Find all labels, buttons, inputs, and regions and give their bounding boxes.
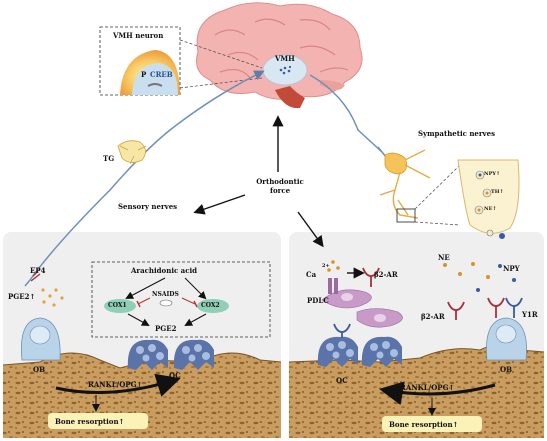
label-arachidonic-acid: Arachidonic acid xyxy=(131,266,198,275)
label-cox1: COX1 xyxy=(108,302,127,309)
label-npy-up: NPY↑ xyxy=(484,171,501,177)
label-bone-resorption-left: Bone resorption↑ xyxy=(55,417,125,426)
ne-npy-particles xyxy=(443,262,516,292)
label-tg: TG xyxy=(103,154,115,163)
osteoblast-icon-right xyxy=(486,297,527,361)
ca-channel-icon xyxy=(327,260,340,294)
osteoclast-icon-right xyxy=(317,323,402,367)
cox2-badge xyxy=(197,299,229,313)
label-rankl-opg-right: RANKL/OPG↑ xyxy=(400,383,455,392)
label-oc-left: OC xyxy=(169,371,181,380)
bone-right xyxy=(289,345,544,438)
left-panel xyxy=(2,232,282,438)
label-vmh: VMH xyxy=(275,54,295,63)
label-vmh-neuron: VMH neuron xyxy=(113,31,164,40)
label-creb: CREB xyxy=(150,70,173,79)
label-b2ar-top: β2-AR xyxy=(374,270,398,279)
label-ep4: EP4 xyxy=(30,266,46,275)
label-cox2: COX2 xyxy=(201,302,220,309)
label-nsaids: NSAIDS xyxy=(152,291,179,298)
label-pge2-up: PGE2↑ xyxy=(8,292,36,301)
label-ne-up: NE↑ xyxy=(484,206,497,212)
sympathetic-neuron-icon xyxy=(379,149,461,226)
arachidonic-acid-inset xyxy=(91,261,271,338)
label-ob-right: OB xyxy=(500,365,513,374)
label-b2ar-mid: β2-AR xyxy=(421,312,445,321)
osteoblast-icon-left xyxy=(21,317,61,361)
label-sympathetic-nerves: Sympathetic nerves xyxy=(418,129,496,138)
label-ca-sup: 2+ xyxy=(322,263,330,269)
label-npy: NPY xyxy=(503,264,520,273)
label-oc-right: OC xyxy=(336,376,348,385)
label-ob-left: OB xyxy=(33,365,46,374)
label-th-up: TH↑ xyxy=(491,189,504,195)
label-orthodontic-force: Orthodontic force xyxy=(256,177,304,195)
bone-resorption-box-right xyxy=(382,416,482,432)
brain-icon xyxy=(196,2,363,109)
osteoclast-icon-left xyxy=(127,339,214,370)
label-y1r: Y1R xyxy=(522,310,538,319)
label-pge2: PGE2 xyxy=(155,324,177,333)
pge2-particles xyxy=(41,288,64,307)
label-sensory-nerves: Sensory nerves xyxy=(118,202,178,211)
pdlc-cell-icon xyxy=(321,289,403,328)
receptor-icon-b2ar-top xyxy=(362,267,380,287)
bone-resorption-box-left xyxy=(48,413,148,429)
receptor-icon-b2ar-mid xyxy=(447,301,465,320)
label-pdlc: PDLC xyxy=(307,296,329,305)
sympathetic-nerve-path xyxy=(309,74,383,153)
cox1-badge xyxy=(104,299,136,313)
ganglion-icon xyxy=(117,140,147,165)
label-p: P xyxy=(141,70,147,79)
nerve-terminal-inset xyxy=(457,159,520,239)
label-ca: Ca xyxy=(306,270,317,279)
label-bone-resorption-right: Bone resorption↑ xyxy=(389,420,459,429)
ep4-receptor-icon xyxy=(30,270,41,282)
pill-icon xyxy=(159,299,173,307)
label-ne: NE xyxy=(438,253,450,262)
vmh-neuron-inset xyxy=(99,26,263,96)
right-panel xyxy=(288,232,545,438)
label-rankl-opg-left: RANKL/OPG↑ xyxy=(88,380,143,389)
